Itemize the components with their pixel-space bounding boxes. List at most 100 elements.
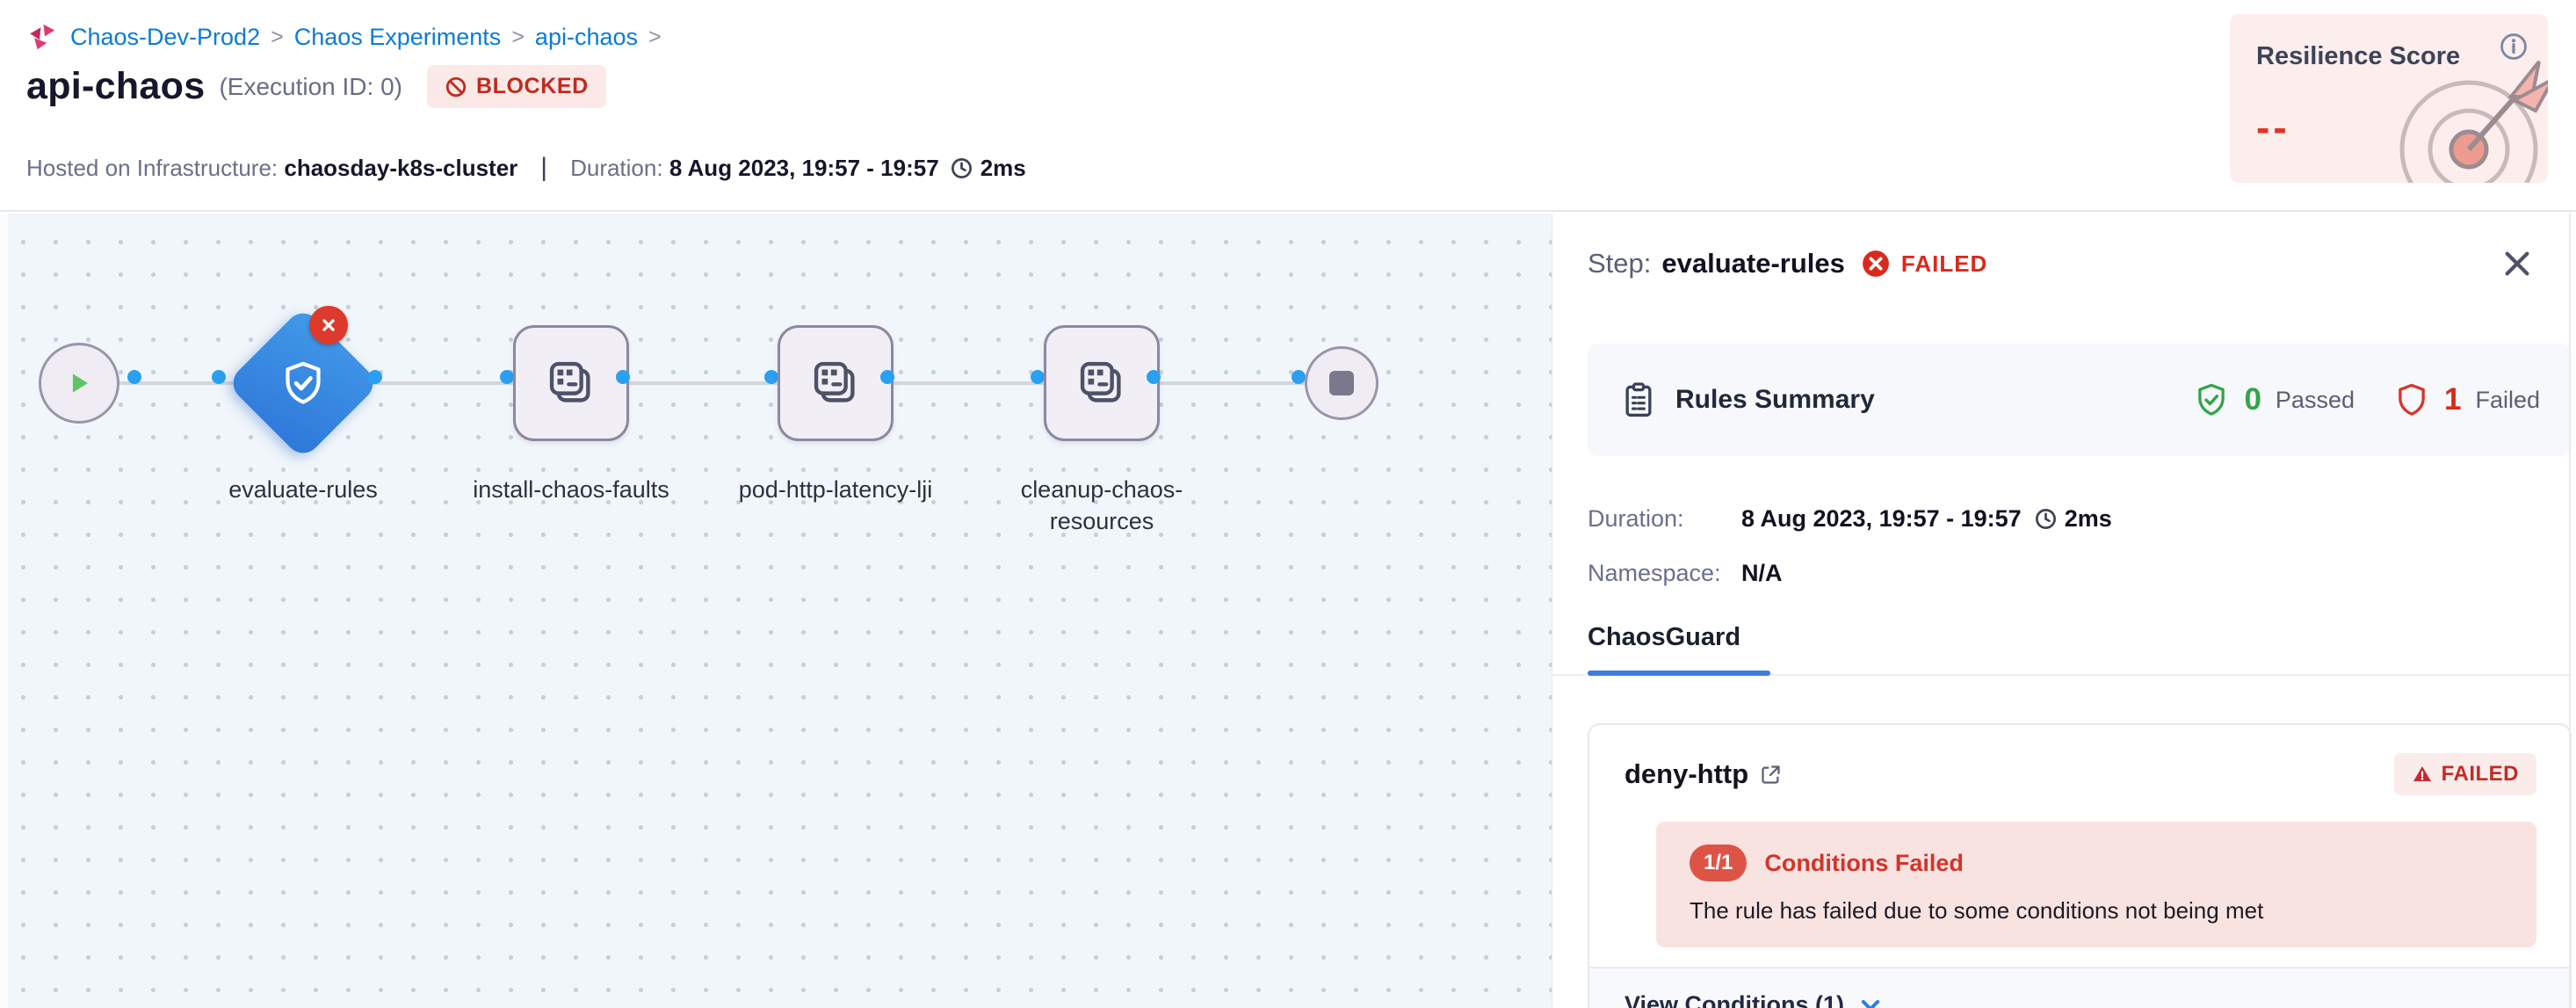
chaos-fault-step-icon: [549, 361, 590, 402]
breadcrumb-experiments[interactable]: Chaos Experiments: [293, 23, 502, 50]
page-title: api-chaos: [26, 65, 206, 107]
view-conditions-link[interactable]: View Conditions (1): [1624, 991, 1845, 1008]
panel-duration-label: Duration:: [1588, 505, 1684, 532]
resilience-score-title: Resilience Score: [2256, 42, 2461, 70]
duration-label: Duration:: [570, 154, 663, 181]
pipeline-canvas[interactable]: evaluate-rules install-chaos-faults: [0, 214, 1552, 1008]
close-icon[interactable]: [2499, 245, 2536, 282]
chaos-module-icon: [30, 24, 55, 50]
canvas-left-gutter: [0, 214, 8, 1008]
node-install-chaos-faults[interactable]: [513, 325, 629, 441]
tab-chaosguard[interactable]: ChaosGuard: [1588, 623, 1741, 651]
panel-tab-bar: ChaosGuard: [1552, 623, 2572, 676]
failed-circle-icon: [1863, 250, 1889, 277]
port-end-in: [1292, 370, 1306, 384]
breadcrumb-separator: >: [271, 24, 284, 49]
rule-card-deny-http: deny-http FAILED 1/1 Condit: [1588, 723, 2572, 1008]
passed-label: Passed: [2275, 386, 2355, 413]
rules-summary-title: Rules Summary: [1675, 385, 1875, 414]
step-status: FAILED: [1900, 250, 1988, 277]
breadcrumb-experiment-name[interactable]: api-chaos: [534, 23, 638, 50]
chaos-fault-step-icon: [814, 361, 855, 402]
rule-card-header: deny-http FAILED: [1589, 725, 2570, 795]
namespace-label: Namespace:: [1588, 560, 1721, 586]
step-details-panel: Step: evaluate-rules FAILED Rules Summar…: [1552, 214, 2576, 1008]
infra-value: chaosday-k8s-cluster: [284, 154, 518, 181]
conditions-failed-title: Conditions Failed: [1764, 849, 1964, 876]
port-install-out: [616, 370, 630, 384]
chaos-fault-step-icon: [1080, 361, 1121, 402]
rule-status-label: FAILED: [2441, 762, 2519, 786]
rule-card-footer: View Conditions (1): [1589, 967, 2570, 1008]
shield-failed-icon: [2399, 383, 2425, 416]
step-header: Step: evaluate-rules FAILED: [1588, 245, 2536, 282]
port-cleanup-out: [1147, 370, 1161, 384]
clipboard-icon: [1625, 382, 1652, 417]
port-evaluate-rules-in: [212, 370, 226, 384]
port-start-out: [127, 370, 141, 384]
port-pod-http-out: [880, 370, 894, 384]
resilience-score-card: Resilience Score --: [2230, 14, 2548, 183]
rule-name[interactable]: deny-http: [1624, 758, 1749, 789]
pipeline-end-node[interactable]: [1305, 346, 1378, 420]
port-pod-http-in: [764, 370, 778, 384]
conditions-failed-alert: 1/1 Conditions Failed The rule has faile…: [1656, 822, 2536, 947]
prohibited-icon: [445, 76, 467, 97]
warning-triangle-icon: [2413, 766, 2431, 781]
conditions-failed-message: The rule has failed due to some conditio…: [1690, 897, 2264, 924]
clock-icon: [951, 157, 972, 178]
breadcrumb-separator: >: [511, 24, 525, 49]
panel-duration-elapsed: 2ms: [2064, 505, 2112, 532]
failed-label: Failed: [2475, 386, 2540, 413]
active-tab-underline: [1588, 671, 1770, 676]
stop-icon: [1329, 371, 1354, 395]
resilience-score-value: --: [2256, 105, 2290, 150]
external-link-icon[interactable]: [1759, 763, 1783, 787]
breadcrumb-project[interactable]: Chaos-Dev-Prod2: [70, 23, 261, 50]
rules-summary-counts: 0 Passed 1 Failed: [2193, 381, 2540, 418]
port-cleanup-in: [1031, 370, 1045, 384]
page-header: Chaos-Dev-Prod2 > Chaos Experiments > ap…: [0, 0, 2576, 212]
target-dart-illustration: [2399, 60, 2548, 183]
rules-summary-card: Rules Summary 0 Passed 1 Failed: [1588, 344, 2572, 456]
node-label-evaluate-rules: evaluate-rules: [228, 476, 378, 503]
x-mark-icon: [322, 319, 335, 331]
node-label-install-chaos-faults: install-chaos-faults: [473, 476, 669, 503]
pipeline-start-node[interactable]: [39, 343, 119, 424]
title-row: api-chaos (Execution ID: 0) BLOCKED: [26, 65, 606, 108]
node-label-cleanup-chaos-resources: cleanup-chaos-resources: [1020, 476, 1183, 535]
panel-duration-value: 8 Aug 2023, 19:57 - 19:57: [1741, 505, 2022, 532]
meta-row: Hosted on Infrastructure: chaosday-k8s-c…: [26, 153, 1026, 183]
shield-passed-icon: [2198, 383, 2225, 416]
conditions-ratio-pill: 1/1: [1690, 845, 1747, 881]
node-label-pod-http-latency: pod-http-latency-lji: [738, 476, 933, 503]
duration-value: 8 Aug 2023, 19:57 - 19:57: [669, 154, 939, 181]
failed-count: 1: [2443, 382, 2462, 417]
status-badge-blocked: BLOCKED: [426, 65, 606, 108]
breadcrumb: Chaos-Dev-Prod2 > Chaos Experiments > ap…: [26, 21, 672, 53]
info-icon[interactable]: [2499, 32, 2529, 62]
namespace-value: N/A: [1741, 560, 1783, 586]
play-icon: [72, 373, 88, 393]
step-name: evaluate-rules: [1661, 248, 1845, 279]
status-badge-label: BLOCKED: [475, 74, 589, 98]
port-evaluate-rules-out: [368, 370, 382, 384]
duration-row: Duration: 8 Aug 2023, 19:57 - 19:57 2ms: [1588, 505, 2112, 533]
meta-divider: |: [540, 153, 548, 182]
clock-icon: [2035, 509, 2056, 529]
namespace-row: Namespace: N/A: [1588, 560, 1783, 587]
node-failed-badge: [309, 306, 348, 344]
infra-label: Hosted on Infrastructure:: [26, 154, 279, 181]
rule-status-badge: FAILED: [2393, 753, 2536, 795]
step-label: Step:: [1588, 248, 1652, 279]
pipeline-connector-line: [79, 381, 1342, 385]
breadcrumb-separator: >: [648, 24, 662, 49]
chevron-down-icon[interactable]: [1858, 993, 1883, 1008]
shield-check-icon: [286, 361, 321, 404]
duration-elapsed: 2ms: [980, 154, 1026, 181]
node-cleanup-chaos-resources[interactable]: [1044, 325, 1160, 441]
node-pod-http-latency[interactable]: [778, 325, 894, 441]
port-install-in: [500, 370, 514, 384]
execution-id: (Execution ID: 0): [219, 72, 402, 100]
